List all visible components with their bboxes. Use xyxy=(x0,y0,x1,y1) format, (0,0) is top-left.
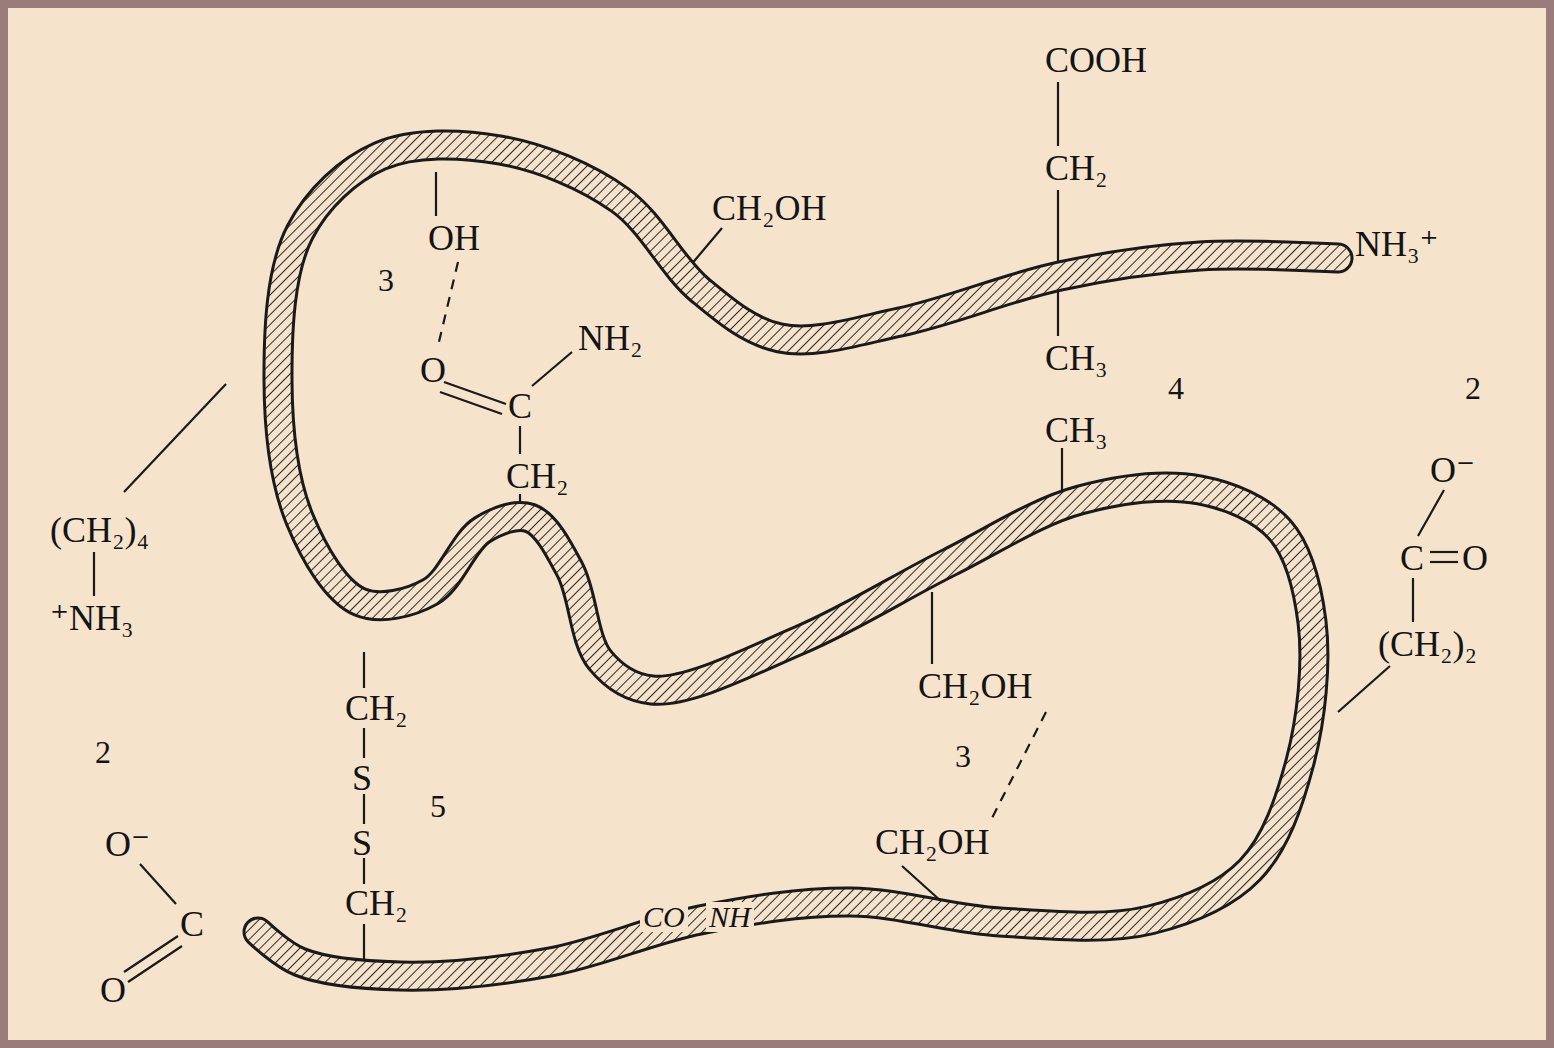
chemical-group: O xyxy=(1462,540,1488,576)
chemical-group: S xyxy=(352,825,372,861)
bond-line xyxy=(1061,448,1063,490)
chemical-group: O⁻ xyxy=(1430,452,1475,488)
background xyxy=(8,8,1546,1040)
bond-line xyxy=(1430,561,1458,563)
chain-hatching xyxy=(258,145,1338,976)
chemical-group: NH₂ xyxy=(578,320,643,356)
chemical-group: (CH₂)₂ xyxy=(1378,626,1477,662)
callout-number: 5 xyxy=(430,790,446,822)
chemical-group: S xyxy=(352,760,372,796)
bond-line xyxy=(1057,82,1059,146)
bond-line xyxy=(435,172,437,216)
chemical-group: CH₂ xyxy=(345,885,408,921)
callout-number: 3 xyxy=(378,264,394,296)
peptide-bond-label: CO xyxy=(640,902,688,932)
bond-line xyxy=(532,352,572,386)
chemical-group: CH₂OH xyxy=(712,190,827,226)
chemical-group: CH₂ xyxy=(506,458,569,494)
chain-outline xyxy=(258,145,1338,976)
bond-line xyxy=(690,228,722,266)
chemical-group: C xyxy=(1400,540,1424,576)
peptide-bond-label: NH xyxy=(706,902,754,932)
chemical-group: O⁻ xyxy=(105,826,150,862)
bond-line xyxy=(519,426,521,454)
bond-line xyxy=(128,946,182,982)
polypeptide-chain xyxy=(258,145,1338,976)
bond-line xyxy=(440,392,502,414)
chemical-group: COOH xyxy=(1045,42,1147,78)
bond-line xyxy=(363,794,365,824)
chemical-group: C xyxy=(508,388,532,424)
bond-lines xyxy=(94,82,1458,982)
bond-line xyxy=(363,858,365,884)
bond-line xyxy=(363,652,365,688)
bond-line xyxy=(140,864,176,904)
chemical-group: C xyxy=(180,906,204,942)
callout-number: 2 xyxy=(1465,372,1481,404)
chemical-group: NH₃⁺ xyxy=(1355,226,1439,262)
bond-line xyxy=(363,728,365,758)
callout-number: 3 xyxy=(955,740,971,772)
chemical-group: ⁺NH₃ xyxy=(50,600,134,636)
bond-line xyxy=(1430,551,1458,553)
chemical-group: CH₃ xyxy=(1045,340,1108,376)
chemical-group: CH₃ xyxy=(1045,412,1108,448)
callout-number: 4 xyxy=(1168,372,1184,404)
callout-number: 2 xyxy=(95,736,111,768)
chemical-group: CH₂ xyxy=(1045,150,1108,186)
chemical-group: CH₂OH xyxy=(875,824,990,860)
hydrogen-bond xyxy=(438,262,458,346)
bond-line xyxy=(93,552,95,596)
bond-line xyxy=(1412,578,1414,622)
bond-line xyxy=(1418,490,1444,536)
bond-line xyxy=(124,384,226,492)
bond-line xyxy=(444,382,506,404)
chemical-group: O xyxy=(100,972,126,1008)
hydrogen-bond xyxy=(992,712,1046,818)
chemical-group: OH xyxy=(428,220,480,256)
chemical-group: CH₂ xyxy=(345,690,408,726)
bond-line xyxy=(931,592,933,664)
chemical-group: O xyxy=(420,352,446,388)
chemical-group: CH₂OH xyxy=(918,668,1033,704)
bond-line xyxy=(1338,666,1390,712)
chemical-group: (CH₂)₄ xyxy=(50,512,149,548)
